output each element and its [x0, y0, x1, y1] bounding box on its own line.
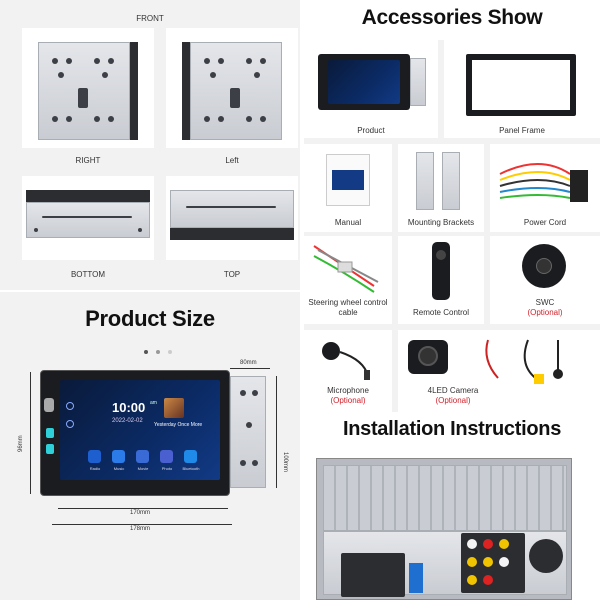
front-height-dimension: 96mm	[18, 435, 24, 452]
camera-cable-icon	[485, 339, 563, 384]
carousel-dot[interactable]	[144, 350, 148, 354]
app-movie-icon[interactable]	[136, 450, 149, 463]
head-unit-image: 10:00 am 2022-02-02 Yesterday Once More …	[40, 370, 270, 496]
screen-width-dimension: 170mm	[130, 510, 151, 516]
microphone-icon	[339, 351, 370, 380]
total-width-dimension: 178mm	[130, 526, 151, 532]
acc-remote-control-label: Remote Control	[412, 308, 470, 317]
acc-manual-label: Manual	[334, 218, 362, 227]
fan-icon	[529, 539, 563, 573]
installation-title: Installation Instructions	[342, 418, 562, 440]
top-label: TOP	[223, 270, 241, 279]
views-panel: FRONT RIGHT Left BOTTOM TOP	[0, 0, 300, 290]
head-unit-screen: 10:00 am 2022-02-02 Yesterday Once More …	[60, 380, 220, 480]
app-radio-icon[interactable]	[88, 450, 101, 463]
acc-power-cord: Power Cord	[490, 144, 600, 232]
acc-microphone: Microphone (Optional)	[304, 330, 392, 412]
power-cord-icon	[499, 163, 588, 202]
app-label-music: Music	[113, 466, 125, 471]
app-label-movie: Movie	[137, 466, 149, 471]
bottom-label: BOTTOM	[70, 270, 106, 279]
carousel-dot[interactable]	[156, 350, 160, 354]
product-size-panel: Product Size 10:00 am 2022-02-02 Yesterd…	[0, 292, 300, 600]
right-view-image	[22, 28, 154, 148]
acc-swc-label: SWC	[535, 298, 555, 307]
acc-panel-frame: Panel Frame	[444, 40, 600, 138]
acc-mounting-brackets-label: Mounting Brackets	[407, 218, 475, 227]
left-label: Left	[225, 156, 239, 165]
right-label: RIGHT	[75, 156, 101, 165]
left-view-image	[166, 28, 298, 148]
acc-product: Product	[304, 40, 438, 138]
acc-microphone-label: Microphone	[327, 386, 369, 395]
cable-icon	[313, 245, 379, 293]
acc-swc-cable-label: Steering wheel control cable	[308, 298, 388, 317]
acc-swc: SWC (Optional)	[490, 236, 600, 324]
bottom-view-image	[22, 176, 154, 260]
product-size-title: Product Size	[85, 306, 215, 331]
song-text: Yesterday Once More	[154, 422, 203, 428]
installation-image	[316, 458, 572, 600]
acc-remote-control: Remote Control	[398, 236, 484, 324]
app-bluetooth-icon[interactable]	[184, 450, 197, 463]
accessories-title: Accessories Show	[361, 6, 543, 29]
acc-swc-optional: (Optional)	[527, 308, 563, 317]
clock-text: 10:00	[112, 400, 146, 415]
acc-product-label: Product	[357, 126, 385, 135]
acc-manual: Manual	[304, 144, 392, 232]
carousel-dot[interactable]	[168, 350, 172, 354]
date-text: 2022-02-02	[112, 418, 143, 424]
accessories-panel: Product Panel Frame Manual Mounting Brac…	[304, 40, 600, 412]
acc-microphone-optional: (Optional)	[330, 396, 366, 405]
acc-camera-label: 4LED Camera	[427, 386, 479, 395]
acc-power-cord-label: Power Cord	[523, 218, 567, 227]
acc-camera: 4LED Camera (Optional)	[398, 330, 600, 412]
am-pm-text: am	[150, 400, 157, 406]
body-height-dimension: 100mm	[282, 452, 288, 473]
front-label: FRONT	[136, 14, 164, 23]
top-view-image	[166, 176, 298, 260]
app-music-icon[interactable]	[112, 450, 125, 463]
acc-swc-cable: Steering wheel control cable	[304, 236, 392, 324]
app-label-photo: Photo	[161, 466, 173, 471]
acc-panel-frame-label: Panel Frame	[499, 126, 545, 135]
app-label-bluetooth: Bluetooth	[182, 466, 200, 471]
app-photo-icon[interactable]	[160, 450, 173, 463]
app-label-radio: Radio	[89, 466, 101, 471]
acc-camera-optional: (Optional)	[435, 396, 471, 405]
acc-mounting-brackets: Mounting Brackets	[398, 144, 484, 232]
depth-dimension: 80mm	[240, 360, 257, 366]
